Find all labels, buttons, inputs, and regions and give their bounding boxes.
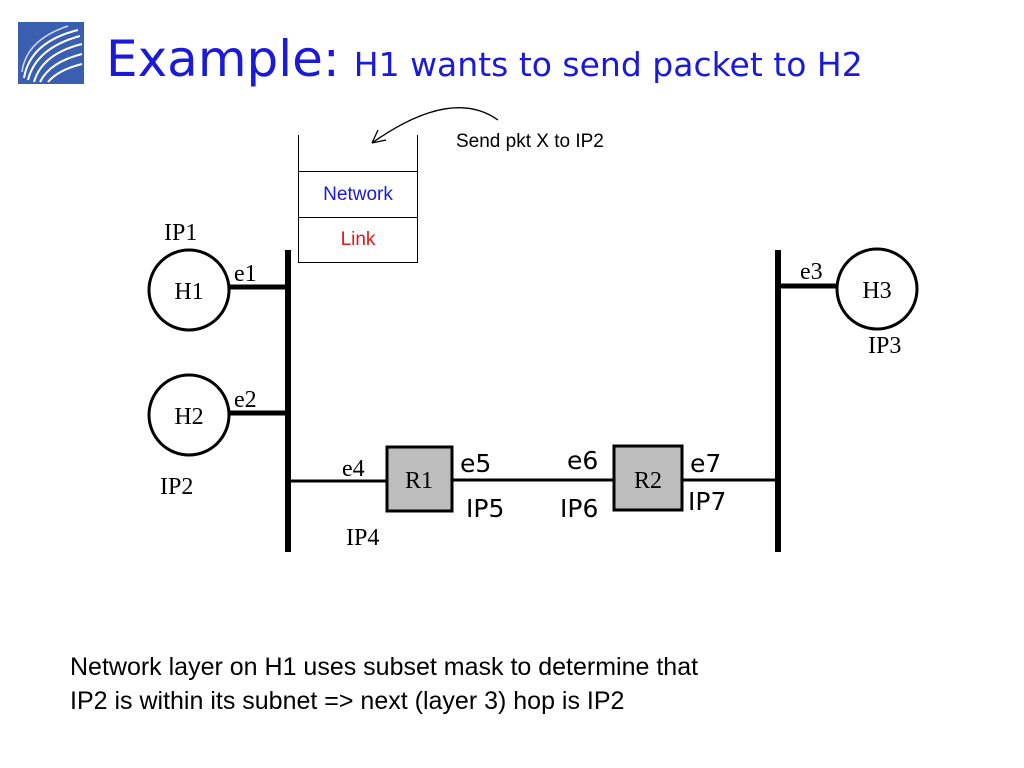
annotation-arrow xyxy=(371,107,499,144)
annotation-arrowhead xyxy=(371,129,387,144)
router-r1 xyxy=(385,445,454,513)
layer-stack: Network Link xyxy=(298,135,418,264)
r1-label: R1 xyxy=(405,468,433,494)
stack-top-open xyxy=(298,135,418,171)
h3-label: H3 xyxy=(862,278,891,304)
ip4-label: IP4 xyxy=(346,525,379,551)
e7-label: e7 xyxy=(690,449,721,478)
host-h3 xyxy=(835,247,919,331)
e6-label: e6 xyxy=(567,446,598,475)
ip3-label: IP3 xyxy=(868,333,901,359)
e2-label: e2 xyxy=(234,387,257,413)
annotation-text: Send pkt X to IP2 xyxy=(456,131,604,152)
ip7-label: IP7 xyxy=(688,487,726,516)
e5-label: e5 xyxy=(460,449,491,478)
ip5-label: IP5 xyxy=(466,494,504,523)
router-r2 xyxy=(612,444,684,512)
e1-label: e1 xyxy=(234,261,257,287)
ip6-label: IP6 xyxy=(560,494,598,523)
caption-line-1: Network layer on H1 uses subset mask to … xyxy=(70,653,699,681)
e3-label: e3 xyxy=(800,259,823,285)
ip1-label: IP1 xyxy=(164,220,197,246)
network-layer-label: Network xyxy=(298,171,418,218)
host-h2 xyxy=(147,373,231,457)
h1-label: H1 xyxy=(174,279,203,305)
h2-label: H2 xyxy=(174,404,203,430)
ip2-label: IP2 xyxy=(160,474,193,500)
r2-label: R2 xyxy=(634,468,662,494)
e4-label: e4 xyxy=(342,456,365,482)
title-sub: H1 wants to send packet to H2 xyxy=(353,45,863,84)
logo-icon xyxy=(18,22,84,84)
title-main: Example: xyxy=(106,30,340,88)
caption: Network layer on H1 uses subset mask to … xyxy=(70,650,970,718)
page-title: Example: H1 wants to send packet to H2 xyxy=(106,30,863,88)
link-layer-label: Link xyxy=(298,217,418,263)
host-h1 xyxy=(147,248,231,332)
caption-line-2: IP2 is within its subnet => next (layer … xyxy=(70,687,625,715)
